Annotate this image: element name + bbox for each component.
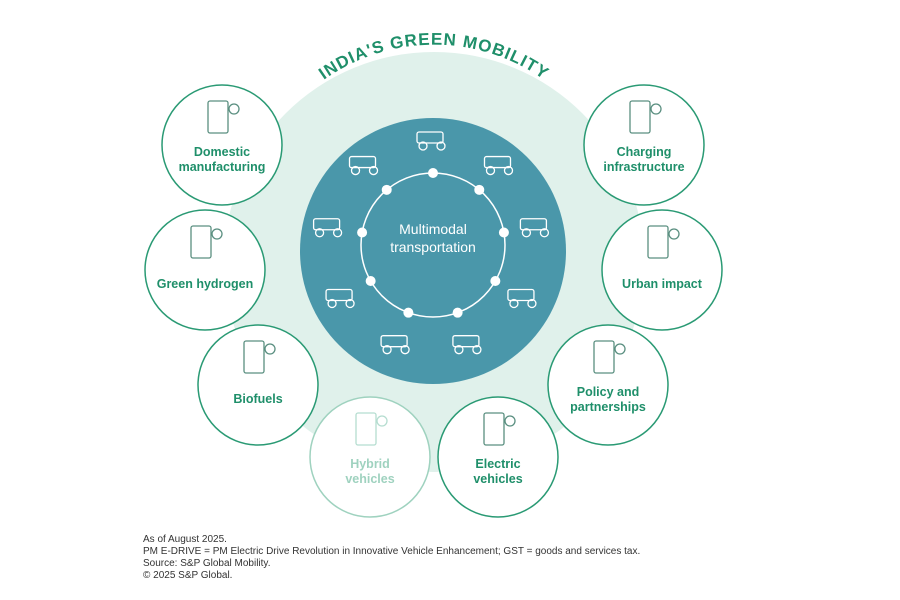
- pillar-label-line: vehicles: [473, 472, 523, 486]
- pillar-label: Biofuels: [198, 392, 318, 407]
- handshake-icon: [593, 340, 626, 374]
- ring-dot: [474, 184, 485, 195]
- pillar-circle: [197, 324, 319, 446]
- ring-dot: [357, 227, 368, 238]
- pillar-circle: [437, 396, 559, 518]
- car-icon: [519, 218, 550, 238]
- bus-icon: [380, 335, 410, 355]
- ring-dot: [403, 307, 414, 318]
- pillar-circle: [161, 84, 283, 206]
- pillar-circle: [144, 209, 266, 331]
- ring-dot: [365, 276, 376, 286]
- footnote: Source: S&P Global Mobility.: [143, 558, 271, 569]
- motorcycle-icon: [312, 218, 343, 238]
- truck-icon: [483, 155, 514, 176]
- pillar-circle: [309, 396, 431, 518]
- core-circle: [300, 118, 566, 384]
- footnote: © 2025 S&P Global.: [143, 570, 233, 581]
- charging-station-icon: [629, 100, 662, 134]
- ev-charger-icon: [483, 412, 516, 446]
- footnote: As of August 2025.: [143, 534, 227, 545]
- ring-dot: [452, 307, 463, 318]
- ring-dot: [428, 168, 438, 178]
- footnote: PM E-DRIVE = PM Electric Drive Revolutio…: [143, 546, 641, 557]
- footnotes: As of August 2025. PM E-DRIVE = PM Elect…: [143, 534, 640, 582]
- bicycle-icon: [507, 288, 537, 309]
- pedestrian-icon: [452, 335, 482, 355]
- hydrogen-icon: [190, 225, 223, 259]
- pillar-label-line: partnerships: [570, 400, 646, 414]
- ring-dot: [490, 276, 501, 286]
- hybrid-fuel-icon: [355, 412, 388, 446]
- robot-arm-icon: [207, 100, 240, 134]
- pillar-label-line: Electric: [475, 457, 521, 471]
- pillar-label-line: Urban impact: [622, 277, 702, 291]
- center-label-line: Multimodal: [399, 221, 467, 237]
- pillar-label: Urban impact: [602, 277, 722, 292]
- pillar-label-line: Charging: [616, 145, 672, 159]
- building-icon: [647, 225, 680, 259]
- center-label-line: transportation: [390, 239, 476, 255]
- center-label: Multimodal transportation: [363, 220, 503, 256]
- pillar-circle: [547, 324, 669, 446]
- pillar-label-line: infrastructure: [603, 160, 685, 174]
- pillar-label-line: Policy and: [576, 385, 640, 399]
- pillar-label-line: Biofuels: [233, 392, 283, 406]
- golf-cart-icon: [416, 131, 446, 151]
- leaf-icon: [243, 340, 276, 374]
- pillar-circle: [583, 84, 705, 206]
- ring-dot: [498, 227, 509, 238]
- pillar-label-line: Domestic: [193, 145, 251, 159]
- pillar-label-line: Hybrid: [350, 457, 390, 471]
- pillar-label-line: Green hydrogen: [156, 277, 254, 291]
- scooter-icon: [348, 155, 379, 176]
- pillar-label-line: vehicles: [345, 472, 395, 486]
- ring-dot: [381, 184, 392, 195]
- pillar-label: Green hydrogen: [145, 277, 265, 292]
- pillar-circle: [601, 209, 723, 331]
- train-icon: [325, 288, 355, 309]
- pillar-label-line: manufacturing: [178, 160, 266, 174]
